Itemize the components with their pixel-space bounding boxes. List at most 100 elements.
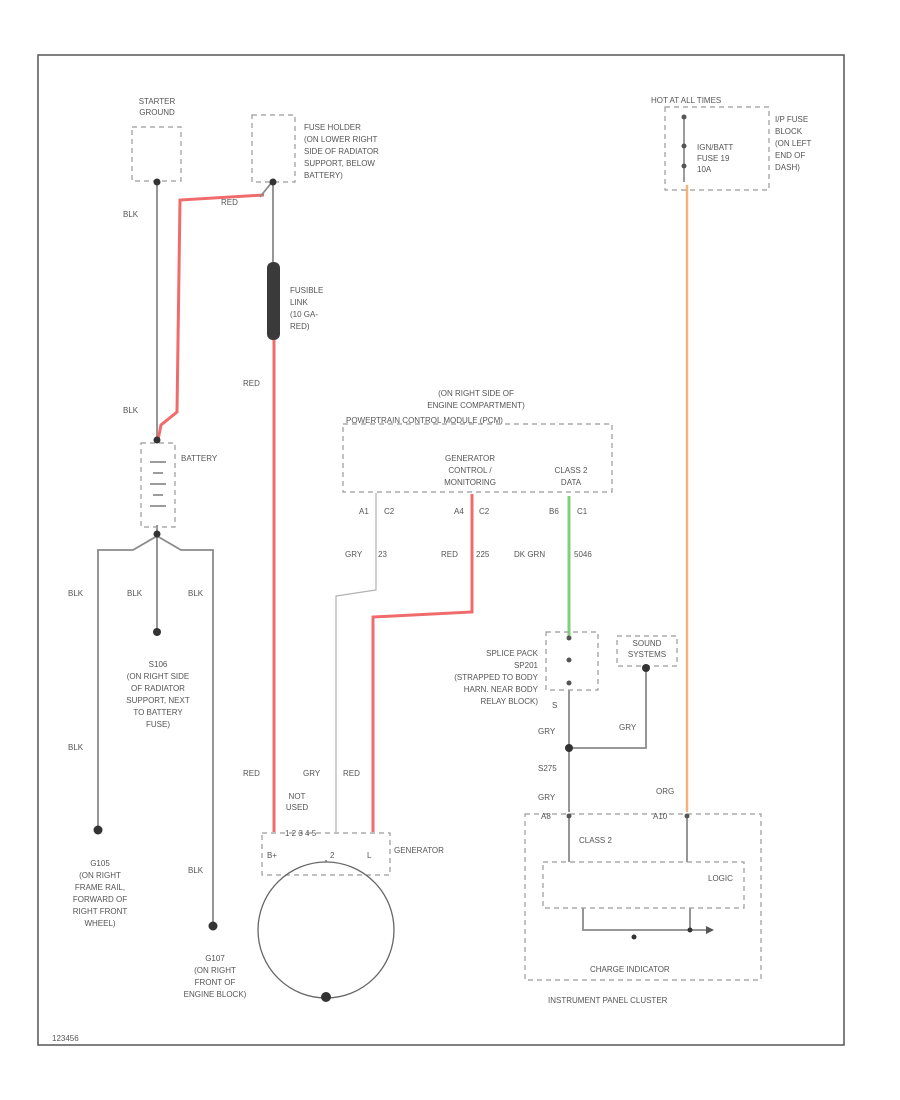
wire-label-gry-pcm: GRY: [345, 550, 363, 559]
cluster-pin-a10: [684, 813, 690, 819]
generator-symbol: [257, 861, 395, 999]
pin-c1: C1: [577, 507, 588, 516]
wire-label-red-top: RED: [221, 198, 238, 207]
diagram-id: 123456: [52, 1034, 79, 1043]
wire-label-org-cluster: ORG: [656, 787, 674, 796]
starter-ground-box: [131, 126, 182, 182]
splice-dot-2: [566, 657, 572, 663]
splice-pack-box: [545, 631, 599, 691]
logic-junction: [687, 927, 693, 933]
fuse-holder-switch: [259, 181, 273, 198]
wire-number-5046: 5046: [574, 550, 592, 559]
generator-ground-dot: [321, 992, 331, 1002]
generator-label: GENERATOR: [394, 846, 444, 855]
g105-dot: [93, 825, 103, 835]
red-wire-fuse-to-battery: [156, 193, 265, 441]
wire-label-blk-battery: BLK: [123, 406, 139, 415]
arrow-right-icon: [706, 926, 714, 934]
wire-label-blk-g105: BLK: [68, 743, 84, 752]
pcm-box: [342, 423, 613, 493]
pcm-name-label: POWERTRAIN CONTROL MODULE (PCM): [346, 416, 503, 425]
wire-label-blk-right: BLK: [188, 589, 204, 598]
pin-b6: B6: [549, 507, 559, 516]
splice-dot-1: [566, 635, 572, 641]
pin-a1: A1: [359, 507, 369, 516]
wire-number-225: 225: [476, 550, 490, 559]
gry-wire-to-sound-systems: [569, 668, 647, 749]
splice-dot-3: [566, 680, 572, 686]
charge-indicator-lamp: [631, 934, 637, 940]
cluster-logic-out: [582, 908, 706, 931]
generator-pin-l: L: [367, 851, 372, 860]
generator-pin-2: 2: [330, 851, 335, 860]
diagram-frame: [37, 54, 845, 1046]
wire-label-blk-top: BLK: [123, 210, 139, 219]
gry-wire-pcm-to-generator: [335, 493, 377, 832]
starter-ground-terminal: [153, 178, 161, 186]
instrument-cluster-box: [524, 813, 762, 981]
cluster-pin-a8: [566, 813, 572, 819]
pin-c2-left: C2: [384, 507, 395, 516]
battery-label: BATTERY: [181, 454, 218, 463]
ip-fuse-block-box: [664, 106, 770, 191]
cluster-pin-a10-label: A10: [653, 812, 668, 821]
generator-pin-numbers: 1 2 3 4 5: [285, 829, 317, 838]
charge-indicator-label: CHARGE INDICATOR: [590, 965, 670, 974]
wire-number-23: 23: [378, 550, 387, 559]
wire-label-gry-splice: GRY: [538, 727, 556, 736]
fuse-dot-1: [681, 114, 687, 120]
pin-a4: A4: [454, 507, 464, 516]
wire-label-blk-center: BLK: [127, 589, 143, 598]
fusible-link-symbol: [267, 262, 280, 340]
s106-dot: [153, 628, 161, 636]
fuse-holder-box: [251, 114, 296, 183]
wire-label-red-fusible: RED: [243, 379, 260, 388]
generator-pin-b-plus: B+: [267, 851, 277, 860]
fuse-dot-2: [681, 143, 687, 149]
wire-label-gry-sound: GRY: [619, 723, 637, 732]
wire-label-gry-gen: GRY: [303, 769, 321, 778]
battery-terminal: [153, 436, 161, 444]
fuse-holder-terminal: [269, 178, 277, 186]
blk-wire-split-left: [97, 535, 158, 828]
g107-dot: [208, 921, 218, 931]
splice-pin-s: S: [552, 701, 557, 710]
wire-label-red-pcm: RED: [441, 550, 458, 559]
blk-wire-split-right: [156, 535, 214, 924]
wire-label-gry-cluster: GRY: [538, 793, 556, 802]
generator-connector: [261, 832, 391, 876]
cluster-class2-label: CLASS 2: [579, 836, 612, 845]
wire-label-blk-left: BLK: [68, 589, 84, 598]
instrument-panel-cluster-label: INSTRUMENT PANEL CLUSTER: [548, 996, 668, 1005]
wire-label-blk-g107: BLK: [188, 866, 204, 875]
logic-label: LOGIC: [708, 874, 733, 883]
wire-label-dk-grn: DK GRN: [514, 550, 545, 559]
fuse-dot-3: [681, 163, 687, 169]
logic-box: [542, 861, 745, 909]
wire-label-red-gen: RED: [243, 769, 260, 778]
red-wire-pcm-to-generator: [371, 494, 474, 832]
hot-at-all-times-label: HOT AT ALL TIMES: [651, 96, 721, 105]
battery-neg-terminal: [153, 530, 161, 538]
sound-systems-dot: [642, 664, 650, 672]
s275-label: S275: [538, 764, 557, 773]
wire-label-red-gen-l: RED: [343, 769, 360, 778]
s275-dot: [565, 744, 573, 752]
battery-symbol: [140, 442, 176, 528]
cluster-pin-a8-label: A8: [541, 812, 551, 821]
